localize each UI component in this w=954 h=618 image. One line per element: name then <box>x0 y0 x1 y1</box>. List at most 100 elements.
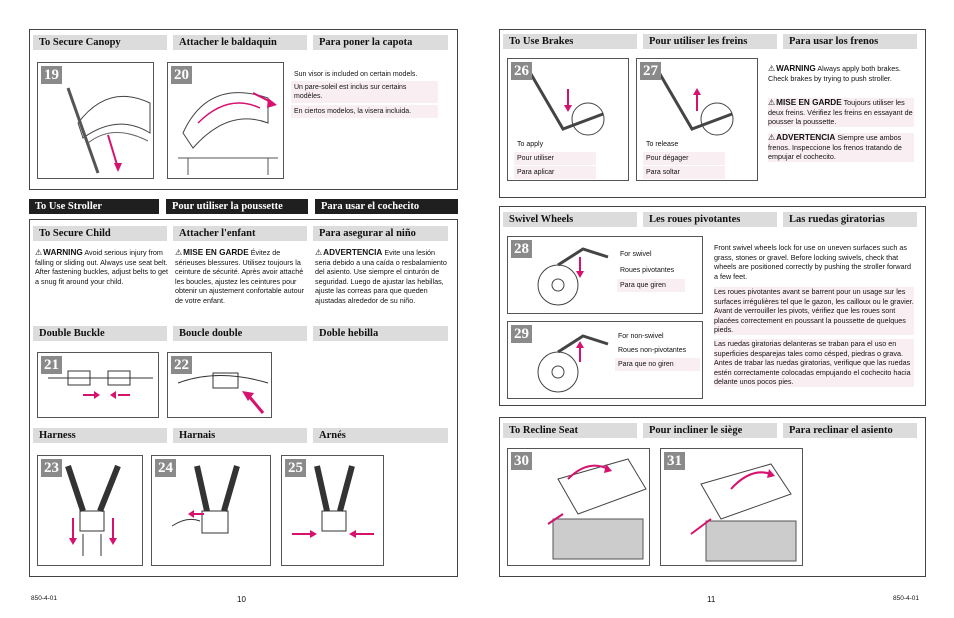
canopy-header-fr: Attacher le baldaquin <box>173 35 307 50</box>
brakes-header-es: Para usar los frenos <box>783 34 917 49</box>
swivel-header-en: Swivel Wheels <box>503 212 637 227</box>
figure-number: 25 <box>285 459 306 477</box>
warning-triangle-icon: ⚠ <box>768 64 776 74</box>
harness-header-fr: Harnais <box>173 428 307 443</box>
double-buckle-header-fr: Boucle double <box>173 326 307 341</box>
swivel-wheel-illustration <box>537 247 609 306</box>
figure-24: 24 <box>151 455 271 566</box>
canopy-illustration <box>66 87 151 174</box>
figure-number: 22 <box>171 356 192 374</box>
figure-22: 22 <box>167 352 272 418</box>
page-number-left: 10 <box>237 595 246 604</box>
recline-header-es: Para reclinar el asiento <box>783 423 917 438</box>
harness-fasten-illustration <box>292 465 374 538</box>
swivel-off-fr: Roues non-pivotantes <box>618 347 687 354</box>
harness-header-en: Harness <box>33 428 167 443</box>
brake-apply-en: To apply <box>517 141 544 148</box>
recline-seat-raise-illustration <box>690 463 797 562</box>
double-buckle-illustration <box>48 370 153 399</box>
secure-child-header-es: Para asegurar al niño <box>313 226 448 241</box>
use-stroller-header-en: To Use Stroller <box>29 199 159 214</box>
figure-number: 21 <box>41 356 62 374</box>
secure-child-header-en: To Secure Child <box>33 226 167 241</box>
figure-number: 28 <box>511 240 532 258</box>
brake-warning-fr-text: Toujours utiliser les deux freins. Vérif… <box>768 98 913 127</box>
warning-es-text: Evite una lesión seria debido a una caíd… <box>315 248 447 305</box>
figure-19: 19 <box>37 62 154 179</box>
brake-release-en: To release <box>646 141 679 148</box>
figure-number: 31 <box>664 452 685 470</box>
swivel-header-es: Las ruedas giratorias <box>783 212 917 227</box>
figure-30: 30 <box>507 448 650 566</box>
figure-31: 31 <box>660 448 803 566</box>
swivel-on-es: Para que giren <box>617 279 685 292</box>
figure-21: 21 <box>37 352 159 418</box>
warning-triangle-icon: ⚠ <box>768 133 776 143</box>
recline-seat-illustration <box>547 458 647 560</box>
warning-fr-text: Évitez de sérieuses blessures. Utilisez … <box>175 248 305 305</box>
swivel-text-es: Las ruedas giratorias delanteras se trab… <box>714 339 914 387</box>
warning-es-head: ADVERTENCIA <box>323 248 383 257</box>
warning-es: ⚠ADVERTENCIA Evite una lesión seria debi… <box>315 248 447 306</box>
warning-triangle-icon: ⚠ <box>35 248 43 258</box>
use-stroller-header-fr: Pour utiliser la poussette <box>166 199 308 214</box>
figure-number: 19 <box>41 66 62 84</box>
swivel-on-fr: Roues pivotantes <box>620 267 675 274</box>
brake-release-fr: Pour dégager <box>643 152 725 165</box>
canopy-header-es: Para poner la capota <box>313 35 448 50</box>
warning-triangle-icon: ⚠ <box>768 98 776 108</box>
canopy-note-en: Sun visor is included on certain models. <box>294 71 418 78</box>
brakes-header-fr: Pour utiliser les freins <box>643 34 777 49</box>
brake-release-illustration <box>655 68 734 136</box>
page-number-right: 11 <box>707 595 716 604</box>
swivel-text-en: Front swivel wheels lock for use on unev… <box>714 243 911 281</box>
warning-en-head: WARNING <box>43 248 83 257</box>
brake-warning-en-text: Always apply both brakes. Check brakes b… <box>768 64 901 83</box>
brake-warning-fr: ⚠MISE EN GARDE Toujours utiliser les deu… <box>768 98 914 127</box>
recline-section <box>499 417 926 577</box>
non-swivel-wheel-illustration <box>537 334 609 393</box>
figure-number: 29 <box>511 325 532 343</box>
canopy-section <box>29 29 458 190</box>
warning-triangle-icon: ⚠ <box>175 248 183 258</box>
swivel-text-fr: Les roues pivotantes avant se barrent po… <box>714 287 914 335</box>
recline-header-en: To Recline Seat <box>503 423 637 438</box>
brake-warning-es-text: Siempre use ambos frenos. Inspeccione lo… <box>768 133 902 162</box>
use-stroller-header-es: Para usar el cochecito <box>315 199 458 214</box>
brake-release-es: Para soltar <box>643 166 725 179</box>
harness-illustration <box>65 464 121 556</box>
use-stroller-section <box>29 219 458 577</box>
warning-fr-head: MISE EN GARDE <box>183 248 249 257</box>
brake-warning-fr-head: MISE EN GARDE <box>776 98 842 107</box>
brake-warning-en: ⚠WARNING Always apply both brakes. Check… <box>768 64 914 83</box>
harness-buckle-illustration <box>171 465 240 534</box>
canopy-visor-illustration <box>178 92 278 175</box>
figure-number: 24 <box>155 459 176 477</box>
figure-number: 23 <box>41 459 62 477</box>
figure-number: 27 <box>640 62 661 80</box>
figure-23: 23 <box>37 455 143 566</box>
figure-number: 20 <box>171 66 192 84</box>
footer-code-right: 850-4-01 <box>893 595 920 602</box>
brakes-header-en: To Use Brakes <box>503 34 637 49</box>
double-buckle-header-en: Double Buckle <box>33 326 167 341</box>
swivel-header-fr: Les roues pivotantes <box>643 212 777 227</box>
figure-25: 25 <box>281 455 384 566</box>
buckle-release-illustration <box>177 372 269 414</box>
brake-apply-illustration <box>526 68 605 136</box>
canopy-note-fr: Un pare-soleil est inclus sur certains m… <box>291 81 438 103</box>
brake-warning-es: ⚠ADVERTENCIA Siempre use ambos frenos. I… <box>768 133 914 162</box>
swivel-off-en: For non-swivel <box>618 333 664 340</box>
canopy-header-en: To Secure Canopy <box>33 35 167 50</box>
brakes-section <box>499 29 926 198</box>
warning-en-text: Avoid serious injury from falling or sli… <box>35 248 169 286</box>
recline-header-fr: Pour incliner le siège <box>643 423 777 438</box>
brake-warning-es-head: ADVERTENCIA <box>776 133 836 142</box>
figure-28: 28 <box>507 236 703 314</box>
canopy-note-es: En ciertos modelos, la visera incluida. <box>291 105 438 118</box>
figure-number: 30 <box>511 452 532 470</box>
harness-header-es: Arnés <box>313 428 448 443</box>
brake-apply-fr: Pour utiliser <box>514 152 596 165</box>
swivel-off-es: Para que no giren <box>615 358 700 371</box>
figure-20: 20 <box>167 62 284 179</box>
